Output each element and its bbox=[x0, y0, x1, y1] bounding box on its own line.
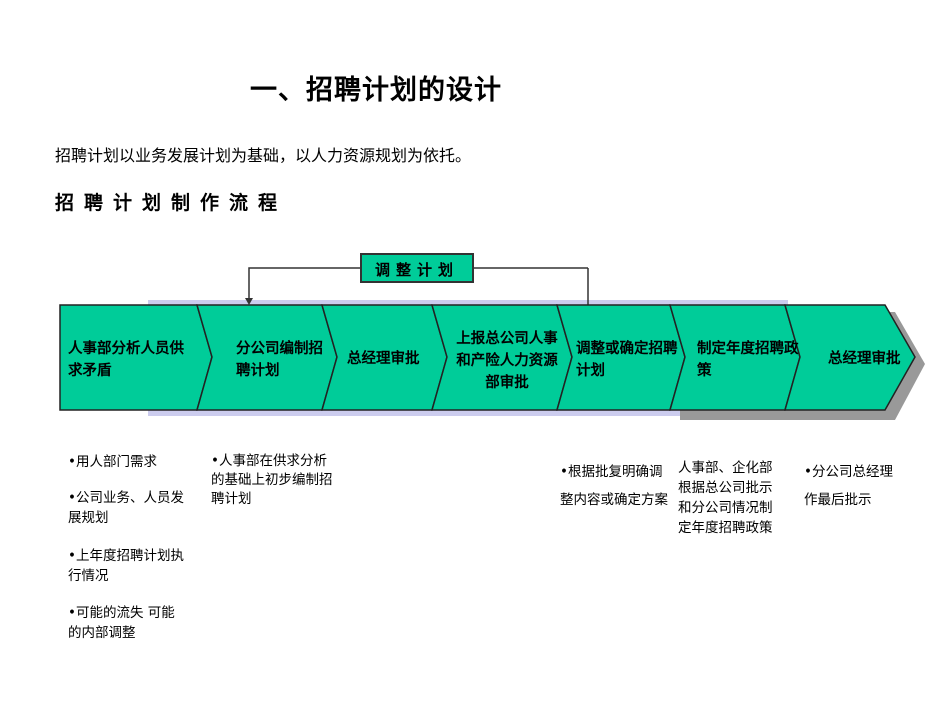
note-item: •上年度招聘计划执行情况 bbox=[68, 548, 184, 584]
feedback-connector bbox=[248, 267, 360, 302]
step-2-label: 分公司编制招聘计划 bbox=[236, 340, 323, 379]
step-7-label: 总经理审批 bbox=[828, 350, 901, 367]
page-title: 一、招聘计划的设计 bbox=[250, 75, 502, 106]
step-1-label: 人事部分析人员供求矛盾 bbox=[68, 340, 184, 379]
arrow-head-icon bbox=[245, 298, 253, 305]
note-item: •根据批复明确调整内容或确定方案 bbox=[560, 464, 668, 508]
step-6-label: 制定年度招聘政策 bbox=[697, 340, 799, 379]
note-item: •用人部门需求 bbox=[68, 454, 157, 470]
step-3-label: 总经理审批 bbox=[347, 350, 420, 367]
step-4-label: 上报总公司人事和产险人力资源部审批 bbox=[456, 330, 558, 391]
note-item: •分公司总经理作最后批示 bbox=[804, 464, 893, 508]
note-item: 人事部、企化部根据总公司批示和分公司情况制定年度招聘政策 bbox=[678, 460, 773, 536]
step-5-label: 调整或确定招聘计划 bbox=[576, 340, 678, 379]
note-item: •公司业务、人员发展规划 bbox=[68, 490, 184, 526]
intro-text: 招聘计划以业务发展计划为基础，以人力资源规划为依托。 bbox=[55, 146, 472, 165]
adjust-plan-box: 调整计划 bbox=[360, 253, 474, 283]
flow-title: 招聘计划制作流程 bbox=[55, 192, 288, 214]
note-item: •可能的流失 可能的内部调整 bbox=[68, 605, 175, 641]
step-7-chevron bbox=[784, 304, 916, 411]
note-item: •人事部在供求分析的基础上初步编制招聘计划 bbox=[211, 453, 333, 507]
